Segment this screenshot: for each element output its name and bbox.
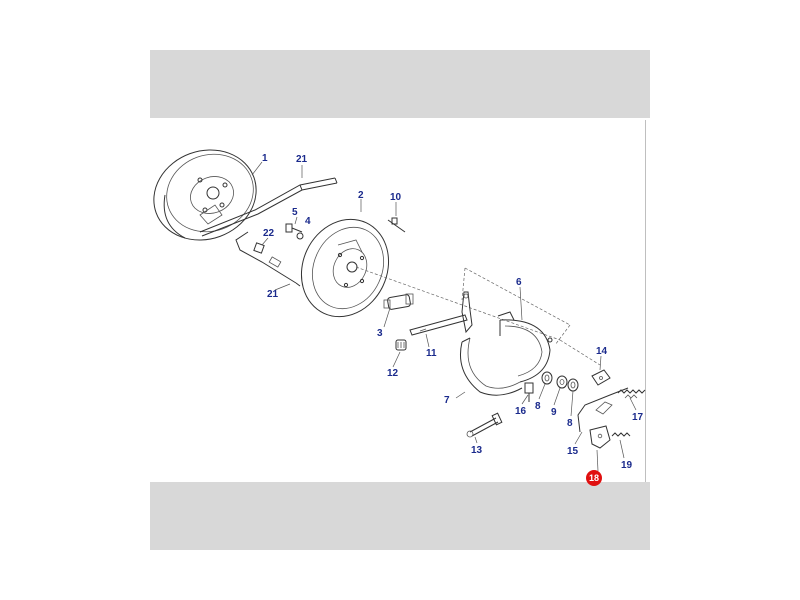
callout-19: 19 — [621, 460, 633, 471]
callout-7: 7 — [444, 395, 450, 406]
callout-12: 12 — [387, 368, 399, 379]
part-14-plate — [591, 369, 611, 386]
part-2-backing-plate — [300, 218, 390, 318]
callout-10: 10 — [390, 192, 402, 203]
part-7-brake-shoe — [460, 320, 523, 396]
callout-5: 5 — [292, 207, 298, 218]
callout-21-top: 21 — [296, 154, 308, 165]
callout-18: 18 — [589, 473, 599, 483]
callout-22: 22 — [263, 228, 275, 239]
callout-13: 13 — [471, 445, 483, 456]
part-12-adjuster — [395, 339, 407, 351]
part-8-washer-b — [567, 378, 579, 392]
callout-4: 4 — [305, 216, 311, 227]
callout-2: 2 — [358, 190, 364, 201]
part-5-bolt — [285, 223, 303, 233]
part-17-spring — [617, 389, 646, 399]
highlight-badge-icon — [586, 470, 602, 486]
part-9-nut — [556, 375, 568, 389]
part-4-nut — [296, 232, 304, 240]
part-8-washer-a — [541, 371, 553, 385]
callout-6: 6 — [516, 277, 522, 288]
part-6-lever — [461, 291, 473, 334]
callout-17: 17 — [632, 412, 644, 423]
part-15-cable — [577, 387, 629, 433]
callout-11: 11 — [426, 348, 437, 359]
callout-21-bottom: 21 — [267, 289, 279, 300]
diagram-canvas — [150, 118, 650, 482]
callout-3: 3 — [377, 328, 383, 339]
callout-1: 1 — [262, 153, 268, 164]
bottom-gray-band — [150, 482, 650, 550]
callout-9: 9 — [551, 407, 557, 418]
callout-8-left: 8 — [535, 401, 541, 412]
leader-lines — [251, 161, 637, 472]
part-6-brake-shoe — [497, 311, 553, 383]
part-10-bleeder — [387, 217, 406, 233]
part-3-wheel-cylinder — [383, 293, 414, 310]
callout-16: 16 — [515, 406, 527, 417]
callout-15: 15 — [567, 446, 579, 457]
part-21-brake-lines — [199, 177, 338, 287]
part-22-fitting — [253, 242, 282, 268]
part-1-drum — [153, 149, 257, 241]
part-13-anchor-pin — [466, 412, 503, 438]
callout-14: 14 — [596, 346, 608, 357]
image-edge-line — [645, 120, 646, 482]
part-11-strut — [409, 314, 468, 336]
assembly-axis — [355, 266, 601, 366]
callout-18-badge[interactable]: 18 — [586, 470, 602, 486]
part-19-spring — [611, 432, 631, 437]
top-gray-band — [150, 50, 650, 118]
part-18-lever — [589, 425, 611, 449]
callout-8-right: 8 — [567, 418, 573, 429]
part-16-pin — [524, 382, 534, 402]
